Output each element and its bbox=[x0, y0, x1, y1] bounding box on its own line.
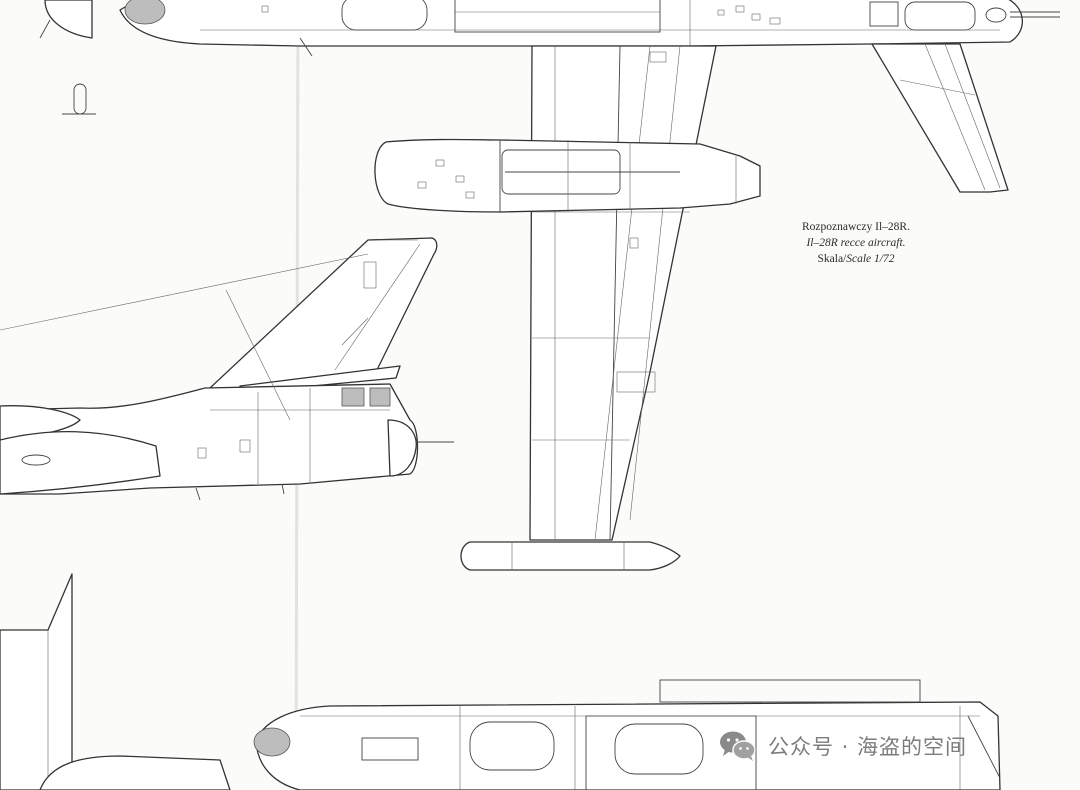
nose-fragment-top-left bbox=[39, 0, 96, 115]
watermark: 公众号 · 海盗的空间 bbox=[718, 726, 967, 766]
wechat-icon bbox=[720, 731, 756, 761]
caption-title-english: Il–28R recce aircraft. bbox=[806, 237, 906, 249]
top-fuselage bbox=[119, 0, 1060, 57]
bottom-fuselage bbox=[253, 679, 1001, 790]
wingtip-tank bbox=[460, 541, 681, 571]
caption-scale: Skala/Scale 1/72 bbox=[786, 251, 926, 267]
watermark-text: 公众号 · 海盗的空间 bbox=[768, 735, 968, 759]
caption-scale-prefix: Skala/ bbox=[817, 253, 847, 265]
horizontal-stabilizer-top bbox=[871, 43, 1009, 193]
engine-nacelle bbox=[374, 138, 761, 213]
drawing-caption: Rozpoznawczy Il–28R. Il–28R recce aircra… bbox=[786, 219, 926, 267]
wing-fragment-bottom-left bbox=[0, 573, 231, 790]
caption-title-polish: Rozpoznawczy Il–28R. bbox=[802, 221, 910, 233]
caption-scale-value: Scale 1/72 bbox=[846, 253, 895, 265]
main-wing-plan bbox=[529, 45, 717, 541]
tail-side-view bbox=[0, 237, 454, 501]
